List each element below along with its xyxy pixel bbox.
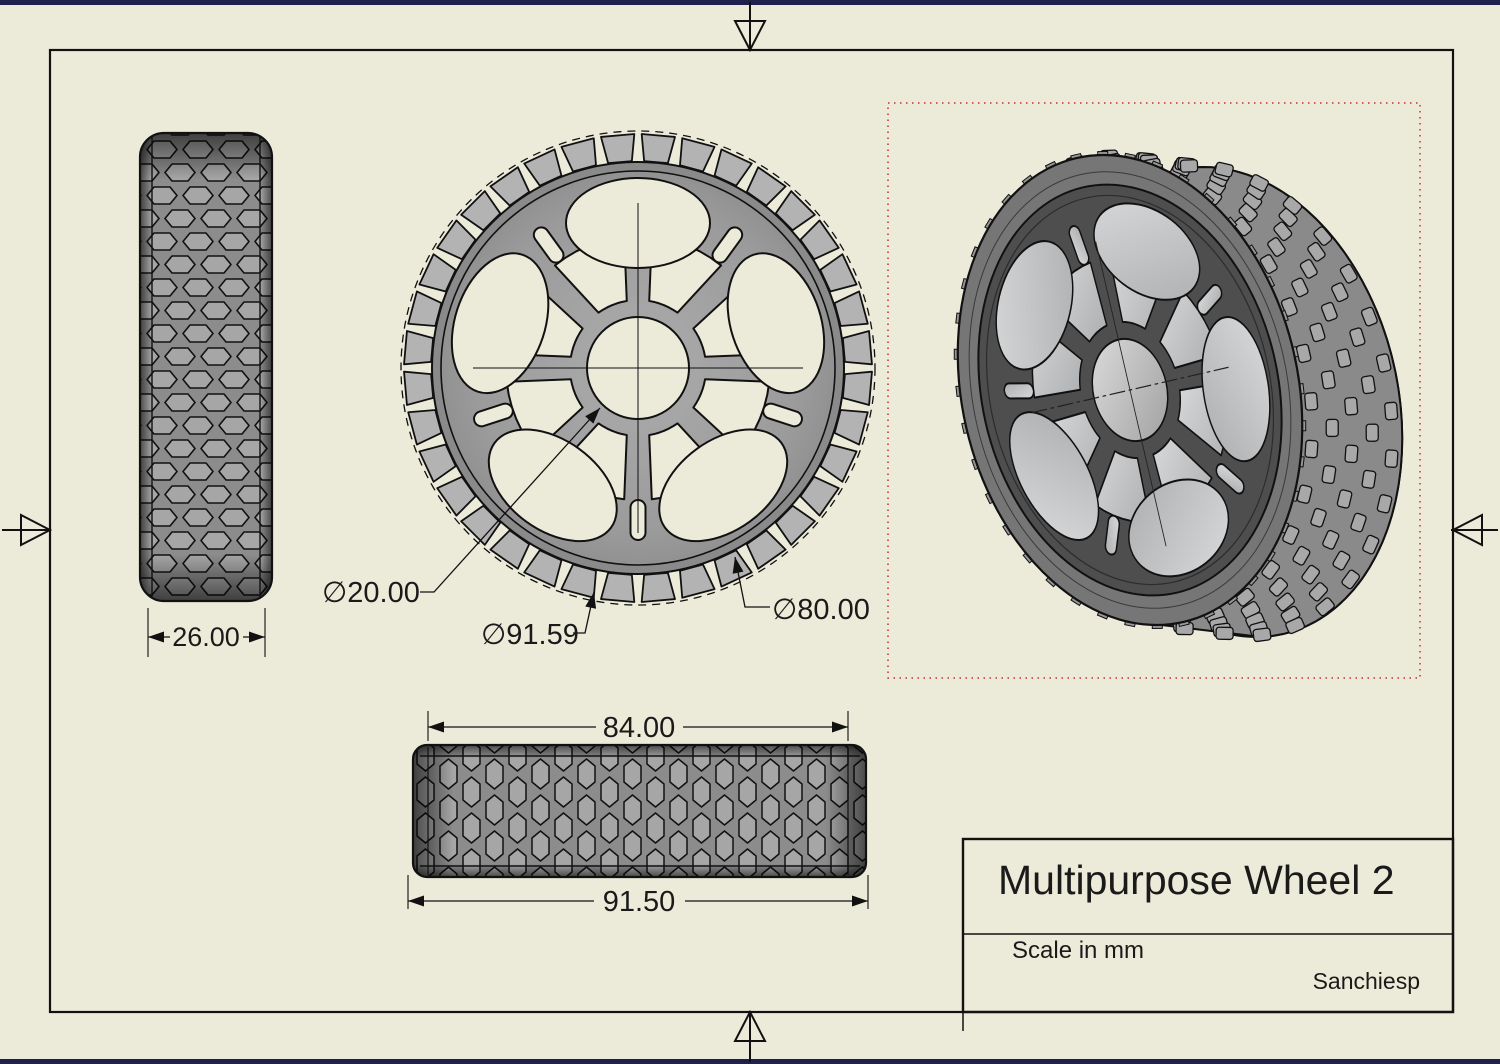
side-view — [138, 131, 274, 603]
dim-side-width: 26.00 — [147, 608, 266, 657]
dim-tire-width-text: 91.50 — [603, 886, 676, 918]
title-block: Multipurpose Wheel 2 Scale in mm Sanchie… — [961, 837, 1455, 1031]
dim-rim-diameter: ∅80.00 — [734, 556, 870, 626]
dim-outer-diameter-text: ∅91.59 — [481, 619, 579, 651]
bottom-view — [411, 743, 868, 879]
title-text: Multipurpose Wheel 2 — [998, 857, 1395, 903]
dimension-annotations: 26.00 84.00 91.50 ∅20.00 — [147, 407, 870, 918]
dim-rim-diameter-text: ∅80.00 — [772, 594, 870, 626]
dimension-arrowheads — [148, 408, 868, 907]
dim-side-width-text: 26.00 — [172, 622, 240, 652]
front-outer-dashed-circle — [400, 130, 876, 606]
side-view-outline — [138, 131, 274, 603]
dim-outer-diameter: ∅91.59 — [481, 591, 595, 651]
center-marks — [473, 203, 803, 533]
front-view — [400, 130, 876, 606]
iso-rim-cutouts — [995, 202, 1271, 578]
dim-bore-diameter-text: ∅20.00 — [322, 577, 420, 609]
scale-note: Scale in mm — [1012, 937, 1144, 964]
dim-bore-diameter: ∅20.00 — [322, 407, 601, 609]
border-arrow-top — [733, 20, 767, 53]
dim-tread-width: 84.00 — [427, 711, 849, 744]
iso-view — [953, 149, 1404, 643]
dim-tire-width: 91.50 — [407, 875, 869, 918]
author-name: Sanchiesp — [1313, 968, 1420, 994]
title-block-outline — [961, 837, 1455, 1014]
border-arrow-left — [20, 513, 53, 547]
bottom-view-outline — [411, 743, 868, 879]
iso-view-boundary — [887, 102, 1421, 679]
rim-cutouts — [450, 177, 826, 543]
dim-tread-width-text: 84.00 — [603, 712, 676, 744]
border-arrow-right — [1450, 513, 1483, 547]
border-arrow-bottom — [733, 1009, 767, 1042]
